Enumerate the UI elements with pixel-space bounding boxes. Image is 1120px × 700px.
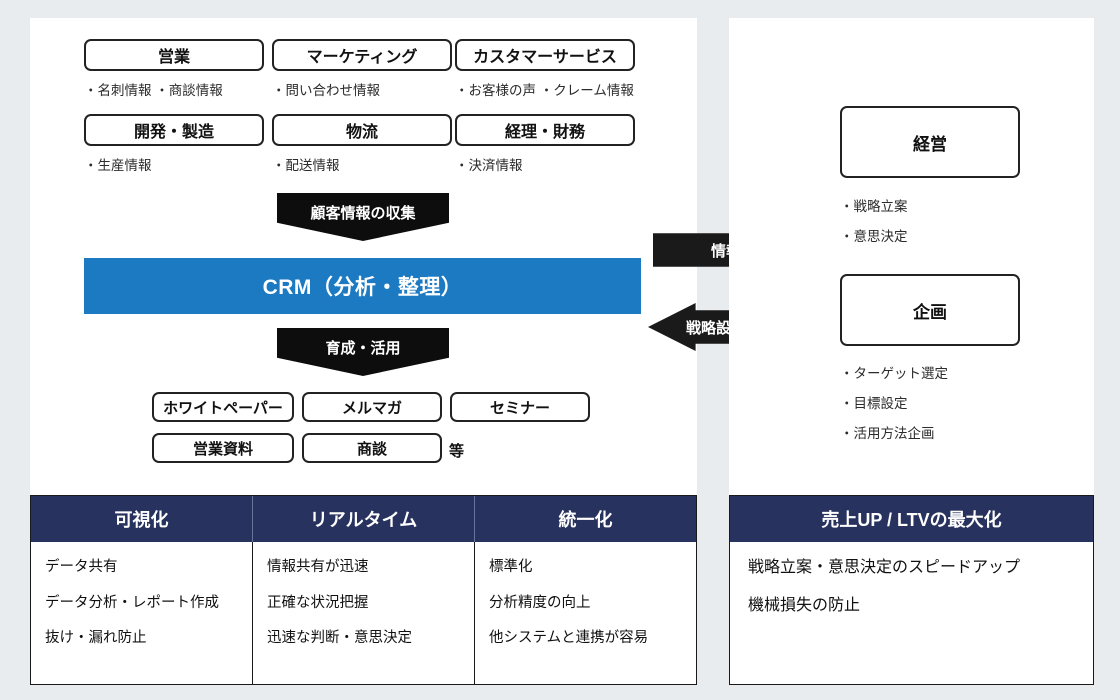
benefits-table-right: 売上UP / LTVの最大化 戦略立案・意思決定のスピードアップ 機械損失の防止 bbox=[729, 495, 1094, 685]
list-item: 分析精度の向上 bbox=[489, 594, 591, 611]
table-cell-visualization: データ共有 データ分析・レポート作成 抜け・漏れ防止 bbox=[31, 542, 253, 684]
right-panel bbox=[729, 18, 1094, 495]
list-item: データ共有 bbox=[45, 559, 118, 575]
dept-note-logistics: ・配送情報 bbox=[272, 158, 340, 173]
list-item: 迅速な判断・意思決定 bbox=[267, 630, 412, 646]
list-item: 情報共有が迅速 bbox=[267, 559, 369, 575]
role-note-planning-0: ・ターゲット選定 bbox=[840, 366, 948, 381]
list-item: 戦略立案・意思決定のスピードアップ bbox=[748, 559, 1021, 576]
list-item: 機械損失の防止 bbox=[748, 597, 861, 614]
output-box-mailmagazine[interactable]: メルマガ bbox=[302, 392, 442, 422]
dept-box-accounting[interactable]: 経理・財務 bbox=[455, 114, 635, 146]
dept-box-marketing[interactable]: マーケティング bbox=[272, 39, 452, 71]
etc-label: 等 bbox=[449, 443, 465, 460]
crm-banner: CRM（分析・整理） bbox=[84, 258, 641, 314]
table-body-row: 戦略立案・意思決定のスピードアップ 機械損失の防止 bbox=[730, 542, 1093, 684]
dept-box-sales[interactable]: 営業 bbox=[84, 39, 264, 71]
list-item: 正確な状況把握 bbox=[267, 594, 369, 611]
table-header-row: 売上UP / LTVの最大化 bbox=[730, 496, 1093, 542]
table-header-row: 可視化 リアルタイム 統一化 bbox=[31, 496, 696, 542]
table-header-realtime: リアルタイム bbox=[253, 496, 475, 542]
table-cell-unification: 標準化 分析精度の向上 他システムと連携が容易 bbox=[475, 542, 696, 684]
role-note-management-0: ・戦略立案 bbox=[840, 199, 908, 214]
dept-box-development[interactable]: 開発・製造 bbox=[84, 114, 264, 146]
dept-note-accounting: ・決済情報 bbox=[455, 158, 523, 173]
table-body-row: データ共有 データ分析・レポート作成 抜け・漏れ防止 情報共有が迅速 正確な状況… bbox=[31, 542, 696, 684]
table-cell-realtime: 情報共有が迅速 正確な状況把握 迅速な判断・意思決定 bbox=[253, 542, 475, 684]
benefits-table-left: 可視化 リアルタイム 統一化 データ共有 データ分析・レポート作成 抜け・漏れ防… bbox=[30, 495, 697, 685]
table-cell-sales-up-ltv: 戦略立案・意思決定のスピードアップ 機械損失の防止 bbox=[730, 542, 1093, 684]
dept-note-development: ・生産情報 bbox=[84, 158, 152, 173]
dept-note-marketing: ・問い合わせ情報 bbox=[272, 83, 380, 98]
table-header-unification: 統一化 bbox=[475, 496, 696, 542]
list-item: データ分析・レポート作成 bbox=[45, 594, 219, 611]
role-note-planning-2: ・活用方法企画 bbox=[840, 426, 935, 441]
output-box-seminar[interactable]: セミナー bbox=[450, 392, 590, 422]
dept-box-customer-service[interactable]: カスタマーサービス bbox=[455, 39, 635, 71]
list-item: 抜け・漏れ防止 bbox=[45, 630, 147, 646]
role-note-planning-1: ・目標設定 bbox=[840, 396, 908, 411]
output-box-whitepaper[interactable]: ホワイトペーパー bbox=[152, 392, 294, 422]
output-box-negotiation[interactable]: 商談 bbox=[302, 433, 442, 463]
table-header-sales-up-ltv: 売上UP / LTVの最大化 bbox=[730, 496, 1093, 542]
list-item: 他システムと連携が容易 bbox=[489, 630, 649, 646]
table-header-visualization: 可視化 bbox=[31, 496, 253, 542]
list-item: 標準化 bbox=[489, 559, 533, 575]
role-box-planning[interactable]: 企画 bbox=[840, 274, 1020, 346]
dept-note-sales: ・名刺情報 ・商談情報 bbox=[84, 83, 223, 98]
dept-box-logistics[interactable]: 物流 bbox=[272, 114, 452, 146]
output-box-sales-material[interactable]: 営業資料 bbox=[152, 433, 294, 463]
role-note-management-1: ・意思決定 bbox=[840, 229, 908, 244]
role-box-management[interactable]: 経営 bbox=[840, 106, 1020, 178]
dept-note-customer-service: ・お客様の声 ・クレーム情報 bbox=[455, 83, 634, 98]
